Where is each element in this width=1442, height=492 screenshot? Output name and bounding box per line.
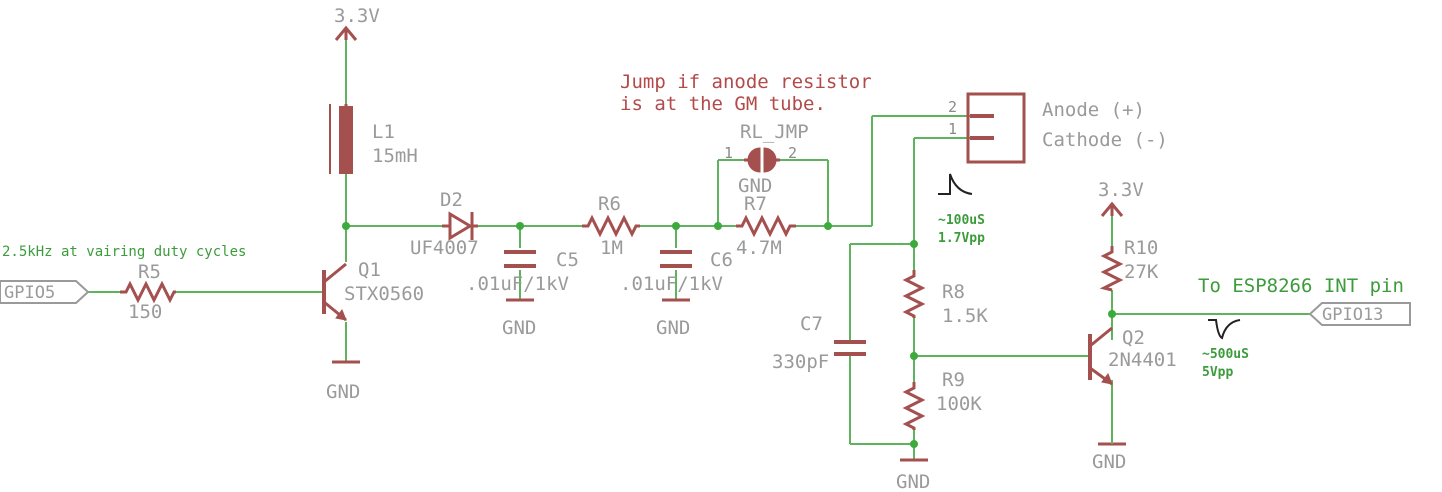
- q2-value: 2N4401: [1108, 349, 1177, 371]
- resistor-r10: R10 27K: [1099, 237, 1159, 292]
- jump-note-line1: Jump if anode resistor: [620, 71, 872, 93]
- gnd-label: GND: [1092, 451, 1126, 473]
- l1-value: 15mH: [372, 145, 418, 167]
- ground-q2: GND: [1092, 442, 1126, 473]
- connector-pin1: 1: [948, 120, 957, 138]
- freq-note: 2.5kHz at vairing duty cycles: [2, 244, 246, 260]
- resistor-r6: R6 1M: [582, 193, 640, 259]
- connector-gm-tube: 2 1 Anode (+) Cathode (-): [948, 92, 1168, 164]
- capacitor-c5: C5 .01uF/1kV: [466, 249, 579, 295]
- gpio5-label: GPIO5: [4, 283, 55, 303]
- gnd-label: GND: [896, 471, 930, 492]
- q1-value: STX0560: [344, 283, 424, 305]
- r8-value: 1.5K: [942, 305, 988, 327]
- r6-ref: R6: [598, 193, 621, 215]
- esp-note: To ESP8266 INT pin: [1198, 275, 1404, 297]
- c7-value: 330pF: [772, 351, 829, 373]
- resistor-r8: R8 1.5K: [902, 270, 988, 327]
- inductor-l1: L1 15mH: [329, 104, 418, 174]
- rljmp-pin2: 2: [788, 144, 797, 162]
- r5-value: 150: [128, 301, 162, 323]
- junctions: [342, 222, 1116, 448]
- d2-ref: D2: [440, 189, 463, 211]
- transistor-q1: Q1 STX0560: [322, 259, 424, 322]
- pulse1-amp: 1.7Vpp: [938, 231, 985, 246]
- r9-ref: R9: [942, 369, 965, 391]
- ground-c5: GND: [502, 298, 536, 339]
- l1-ref: L1: [372, 121, 395, 143]
- resistor-r7: R7 4.7M: [736, 193, 796, 259]
- port-gpio13: GPIO13: [1308, 302, 1411, 326]
- jumper-rl-jmp: RL_JMP 1 2 GND: [724, 121, 809, 197]
- ground-r9: GND: [896, 458, 930, 492]
- supply-label: 3.3V: [1098, 179, 1144, 201]
- connector-pin2: 2: [948, 98, 957, 116]
- r8-ref: R8: [942, 281, 965, 303]
- wires: [88, 38, 1310, 460]
- jump-note-line2: is at the GM tube.: [620, 93, 826, 115]
- gpio13-label: GPIO13: [1322, 305, 1383, 325]
- r7-ref: R7: [744, 193, 767, 215]
- ground-c6: GND: [656, 298, 690, 339]
- connector-anode: Anode (+): [1042, 99, 1145, 121]
- r6-value: 1M: [600, 237, 623, 259]
- supply-3v3-right: 3.3V: [1098, 179, 1144, 217]
- r10-ref: R10: [1124, 237, 1158, 259]
- capacitor-c6: C6 .01uF/1kV: [620, 249, 733, 295]
- r5-ref: R5: [138, 261, 161, 283]
- pulse-waveform-1: [938, 173, 973, 195]
- c5-value: .01uF/1kV: [466, 273, 569, 295]
- rljmp-ref: RL_JMP: [740, 121, 809, 143]
- port-gpio5: GPIO5: [0, 280, 90, 304]
- pulse1-time: ~100uS: [938, 213, 985, 228]
- gnd-label: GND: [326, 381, 360, 403]
- r10-value: 27K: [1124, 261, 1159, 283]
- resistor-r5: R5 150: [120, 261, 176, 323]
- rljmp-gnd: GND: [738, 175, 772, 197]
- r7-value: 4.7M: [736, 237, 782, 259]
- rljmp-pin1: 1: [724, 144, 733, 162]
- q1-ref: Q1: [358, 259, 381, 281]
- q2-ref: Q2: [1122, 327, 1145, 349]
- ground-q1: GND: [326, 360, 360, 403]
- gnd-label: GND: [656, 317, 690, 339]
- c6-ref: C6: [710, 249, 733, 271]
- c7-ref: C7: [800, 313, 823, 335]
- connector-cathode: Cathode (-): [1042, 129, 1168, 151]
- r9-value: 100K: [936, 393, 982, 415]
- gnd-label: GND: [502, 317, 536, 339]
- supply-label: 3.3V: [334, 5, 380, 27]
- c5-ref: C5: [556, 249, 579, 271]
- diode-d2: D2 UF4007: [410, 189, 479, 259]
- pulse2-time: ~500uS: [1202, 347, 1249, 362]
- notes: Jump if anode resistor is at the GM tube…: [2, 71, 1404, 380]
- d2-value: UF4007: [410, 237, 479, 259]
- capacitor-c7: C7 330pF: [772, 313, 866, 373]
- c6-value: .01uF/1kV: [620, 273, 723, 295]
- pulse2-amp: 5Vpp: [1202, 365, 1233, 380]
- supply-3v3-left: 3.3V: [334, 5, 380, 41]
- transistor-q2: Q2 2N4401: [1088, 326, 1177, 386]
- pulse-waveform-2: [1208, 319, 1241, 340]
- resistor-r9: R9 100K: [902, 369, 982, 430]
